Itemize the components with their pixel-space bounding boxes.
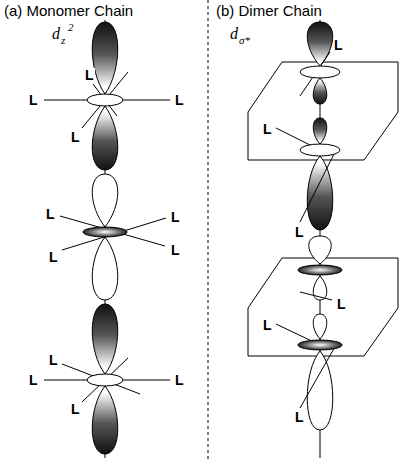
ligand-label: L (174, 93, 185, 107)
ligand-label: L (48, 353, 59, 367)
ligand-label: L (170, 243, 181, 257)
ligand-label: L (336, 297, 347, 311)
orbital-superscript: 2 (68, 22, 74, 33)
ligand-label: L (28, 93, 39, 107)
ligand-label: L (262, 122, 273, 136)
ligand-label: L (262, 318, 273, 332)
dimer-chain (248, 20, 398, 458)
ligand-label: L (28, 373, 39, 387)
orbital-subscript: z (61, 35, 65, 46)
ligand-label: L (84, 68, 95, 82)
ligand-label: L (333, 38, 344, 52)
divider (208, 0, 209, 460)
ligand-label: L (294, 225, 305, 239)
orbital-subscript: σ* (239, 35, 250, 46)
orbital-label: d (230, 26, 238, 42)
ligand-label: L (174, 373, 185, 387)
orbital-label: d (52, 26, 60, 42)
ligand-label: L (70, 130, 81, 144)
panel-title: (b) Dimer Chain (216, 3, 322, 18)
panel-title: (a) Monomer Chain (4, 3, 133, 18)
ligand-label: L (48, 250, 59, 264)
ligand-label: L (294, 410, 305, 424)
ligand-label: L (70, 402, 81, 416)
monomer-chain (44, 20, 170, 458)
ligand-label: L (45, 207, 56, 221)
ligand-label: L (170, 210, 181, 224)
